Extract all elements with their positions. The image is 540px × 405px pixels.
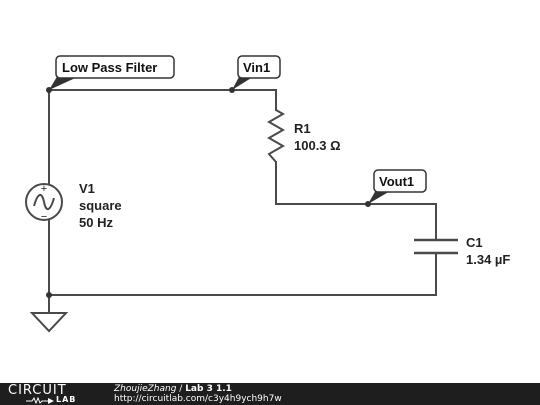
voltage-source-v1[interactable]: + − <box>25 183 63 223</box>
resistor-value: 100.3 Ω <box>294 138 341 153</box>
ground-symbol <box>29 312 69 333</box>
net-label-main-text: Low Pass Filter <box>62 60 157 75</box>
net-label-vin-text: Vin1 <box>243 60 270 75</box>
logo-wave-icon <box>26 397 54 404</box>
net-label-vin-box <box>237 55 281 79</box>
wire-top <box>48 89 277 111</box>
source-circle <box>25 183 63 221</box>
wire-resistor-bottom <box>275 161 437 241</box>
source-minus-sign: − <box>41 211 47 223</box>
logo-bottom-text: LAB <box>56 395 77 404</box>
net-label-vout[interactable]: Vout1 <box>368 169 427 204</box>
footer-separator: / <box>176 384 186 394</box>
footer-url[interactable]: http://circuitlab.com/c3y4h9ych9h7w <box>114 394 282 404</box>
capacitor-name: C1 <box>466 235 483 250</box>
footer-title-line: ZhoujieZhang / Lab 3 1.1 <box>114 384 282 394</box>
net-label-vin[interactable]: Vin1 <box>232 55 281 90</box>
source-frequency: 50 Hz <box>79 215 113 230</box>
capacitor-value: 1.34 µF <box>466 252 510 267</box>
source-plus-sign: + <box>41 183 47 195</box>
net-label-vout-text: Vout1 <box>379 174 414 189</box>
node-dot-ground <box>46 292 52 298</box>
net-pointer-vout <box>368 190 392 204</box>
square-wave-icon <box>33 194 55 210</box>
resistor-r1[interactable] <box>266 109 286 163</box>
schematic-canvas: + − V1 square 50 Hz R1 100.3 Ω C1 1.34 µ… <box>25 55 510 333</box>
resistor-zigzag <box>266 109 286 163</box>
resistor-name: R1 <box>294 121 311 136</box>
net-label-vout-box <box>373 169 427 193</box>
capacitor-c1[interactable] <box>414 238 458 255</box>
wires <box>48 89 437 313</box>
net-label-main-box <box>55 55 175 79</box>
net-label-main[interactable]: Low Pass Filter <box>49 55 175 90</box>
circuitlab-logo[interactable]: CIRCUIT LAB <box>8 384 98 404</box>
footer-bar: CIRCUIT LAB ZhoujieZhang / Lab 3 1.1 htt… <box>0 383 540 405</box>
footer-project[interactable]: Lab 3 1.1 <box>185 384 232 394</box>
source-name: V1 <box>79 181 95 196</box>
source-waveform: square <box>79 198 122 213</box>
footer-author[interactable]: ZhoujieZhang <box>114 384 177 394</box>
logo-top-text: CIRCUIT <box>8 383 67 398</box>
ground-icon <box>29 312 69 333</box>
footer-meta: ZhoujieZhang / Lab 3 1.1 http://circuitl… <box>114 384 282 404</box>
